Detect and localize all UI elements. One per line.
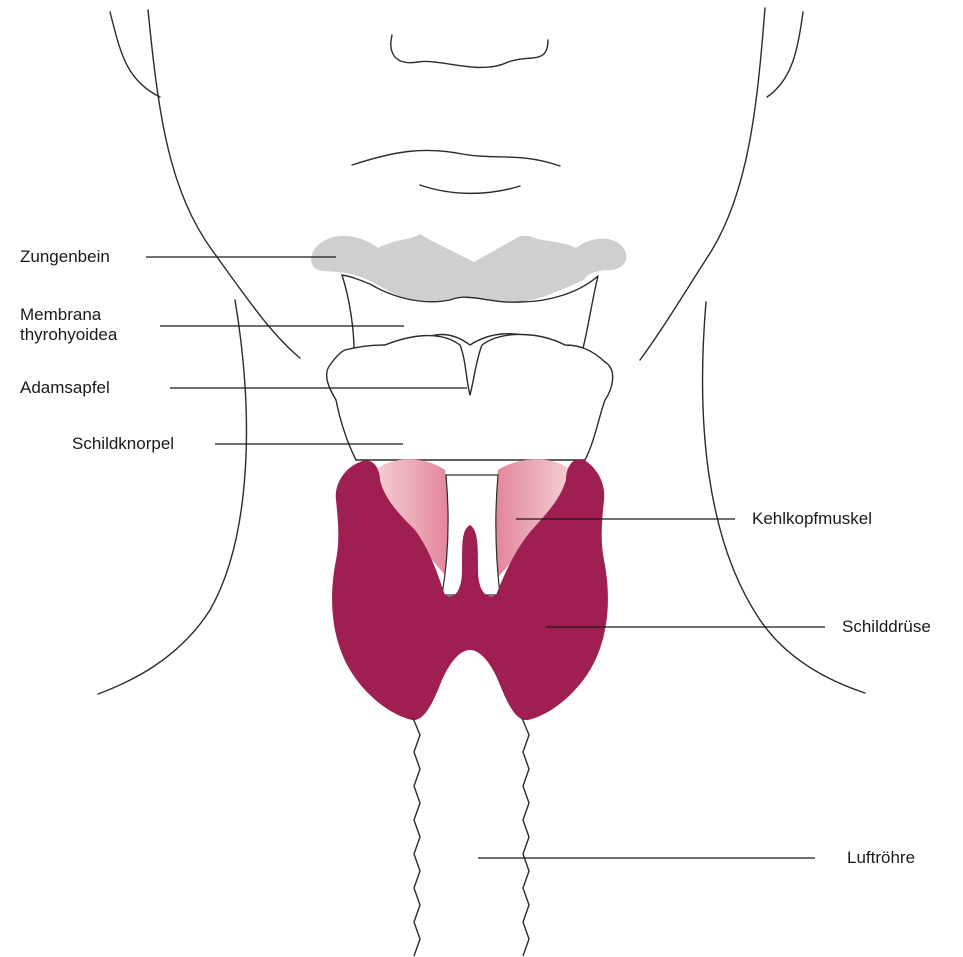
label-membrana-line1: Membrana	[20, 305, 101, 324]
mouth-lower	[420, 185, 520, 193]
larynx-outline	[327, 275, 613, 460]
label-membrana-line2: thyrohyoidea	[20, 325, 117, 344]
label-kehlkopfmuskel: Kehlkopfmuskel	[752, 509, 872, 528]
label-zungenbein: Zungenbein	[20, 247, 110, 266]
nose	[391, 35, 548, 67]
neck-left	[98, 300, 246, 694]
label-schilddruese: Schilddrüse	[842, 617, 931, 636]
neck-right	[703, 302, 865, 693]
thyroid-cartilage-shape	[327, 334, 613, 460]
face-right-contour	[640, 8, 765, 360]
label-schildknorpel: Schildknorpel	[72, 434, 174, 453]
label-luftroehre: Luftröhre	[847, 848, 915, 867]
mouth-upper	[352, 150, 560, 166]
trachea-right-wall	[522, 718, 529, 956]
trachea-left-wall	[413, 718, 420, 956]
label-adamsapfel: Adamsapfel	[20, 378, 110, 397]
ear-right	[767, 12, 803, 97]
face-left-contour	[148, 10, 300, 358]
